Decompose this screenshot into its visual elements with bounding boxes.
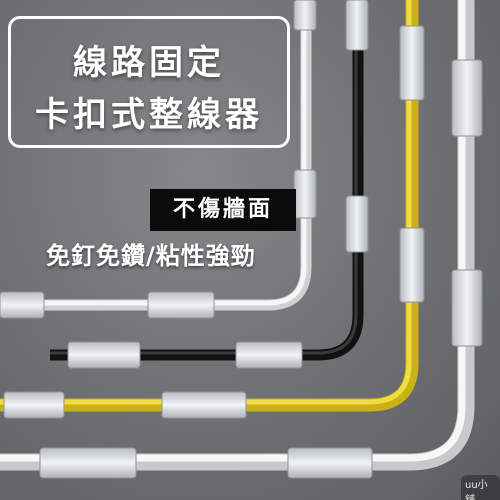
- clip: [235, 341, 303, 369]
- feature-subtitle: 免釘免鑽/粘性強勁: [46, 242, 256, 270]
- clip: [67, 341, 141, 369]
- clip: [39, 447, 137, 479]
- clip: [399, 227, 425, 303]
- clip: [293, 0, 317, 31]
- clip: [3, 391, 65, 419]
- yellow-cable: [0, 0, 419, 412]
- thick-white-cable: [0, 0, 475, 471]
- watermark: uu小舖: [461, 475, 500, 500]
- feature-tag: 不傷牆面: [150, 189, 296, 231]
- clip: [399, 25, 425, 101]
- headline-line-1: 線路固定: [73, 43, 225, 83]
- clip: [0, 291, 45, 319]
- clip: [345, 195, 369, 253]
- clip: [147, 291, 215, 319]
- headline-line-2: 卡扣式整線器: [35, 95, 263, 135]
- cable-clips: [0, 0, 483, 479]
- clip: [293, 169, 317, 219]
- headline-frame: 線路固定 卡扣式整線器: [8, 16, 290, 148]
- clip: [345, 0, 369, 51]
- clip: [287, 447, 373, 479]
- clip: [451, 269, 483, 347]
- black-cable: [50, 0, 364, 361]
- clip: [451, 59, 483, 137]
- clip: [161, 391, 247, 419]
